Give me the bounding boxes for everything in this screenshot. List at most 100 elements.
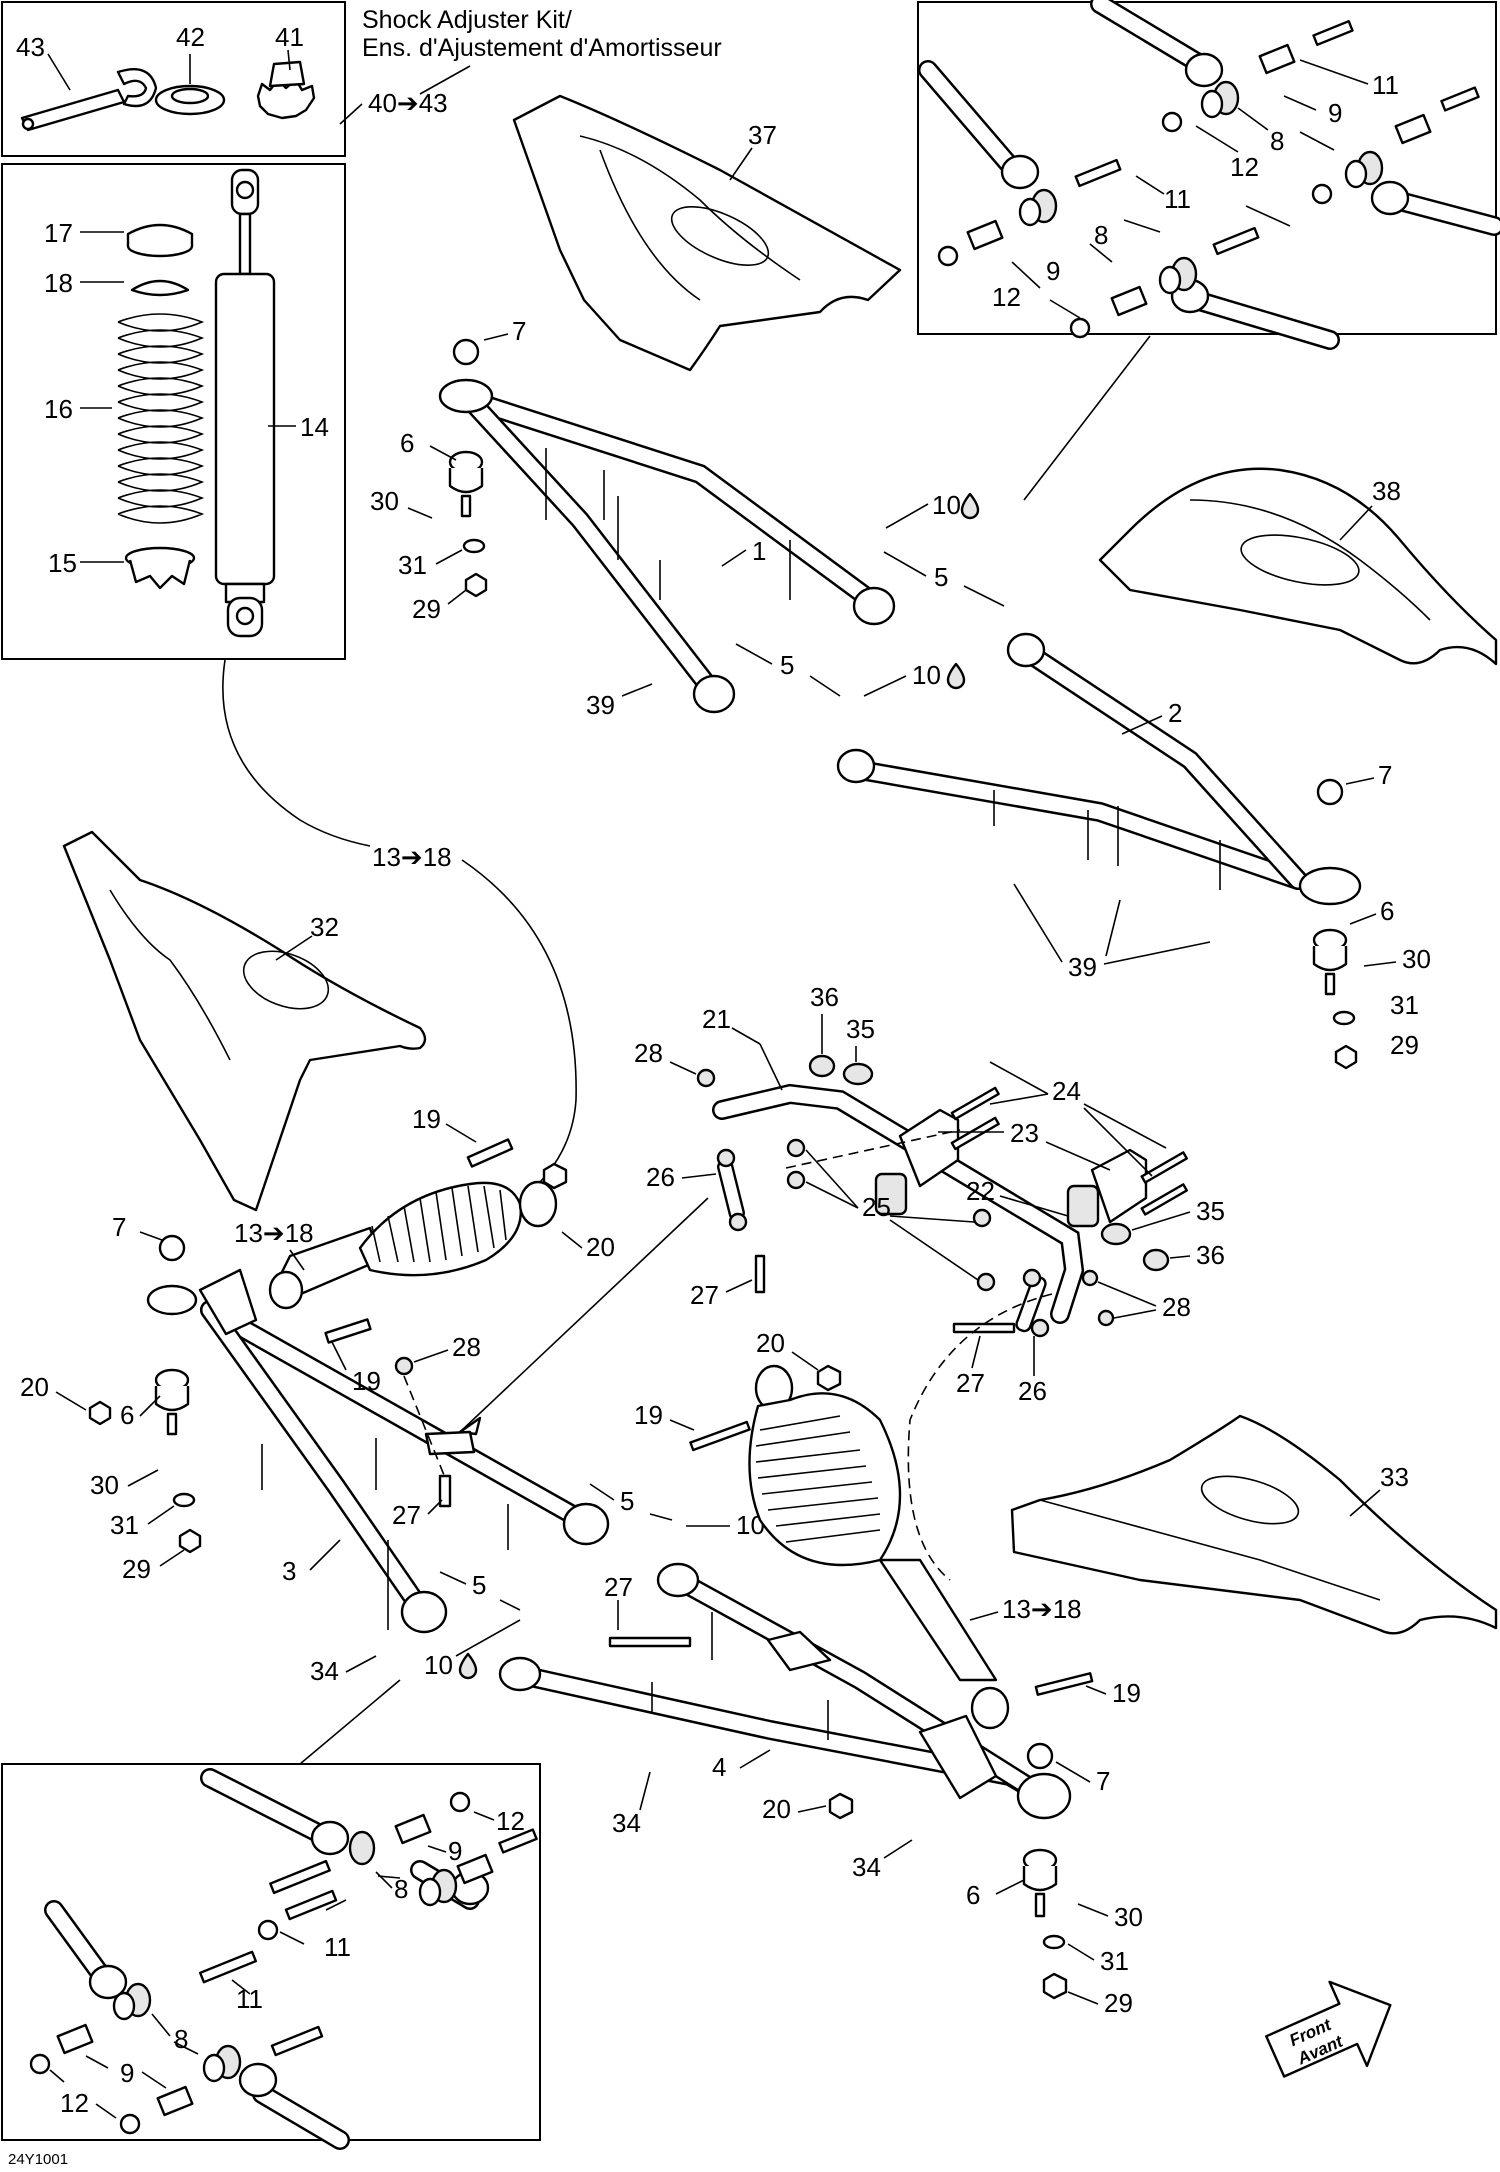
label-5b: 5	[780, 650, 794, 680]
sway-bar-link-2	[1015, 1268, 1050, 1338]
label-36a: 36	[810, 982, 839, 1012]
bushing-35b	[1100, 1222, 1132, 1246]
spanner-wrench	[20, 68, 158, 132]
label-4: 4	[712, 1752, 726, 1782]
label-29b: 29	[1390, 1030, 1419, 1060]
label-9a: 9	[1328, 98, 1342, 128]
shock-detail-box: 17 18 16 15 14	[1, 163, 346, 660]
label-29c: 29	[122, 1554, 151, 1584]
protector-32	[62, 830, 427, 1212]
label-19b: 19	[352, 1366, 381, 1396]
label-23: 23	[1010, 1118, 1039, 1148]
upper-a-arm-1	[438, 378, 896, 714]
label-7c: 7	[112, 1212, 126, 1242]
circlip-2	[1316, 778, 1344, 806]
label-20c: 20	[762, 1794, 791, 1824]
label-36b: 36	[1196, 1240, 1225, 1270]
nut-28c	[1097, 1309, 1115, 1327]
label-27a: 27	[690, 1280, 719, 1310]
bolt-27b	[952, 1322, 1016, 1334]
bushing-set-3	[937, 158, 1122, 267]
label-10b: 10	[912, 660, 941, 690]
label-26a: 26	[646, 1162, 675, 1192]
label-12d: 12	[60, 2088, 89, 2118]
label-5c: 5	[620, 1486, 634, 1516]
spring-seat-ring	[154, 84, 226, 116]
ball-joint-upper-2	[1312, 928, 1348, 996]
shock-range-label-2: 13➔18	[234, 1218, 314, 1248]
shock-range-label-1: 13➔18	[372, 842, 452, 872]
upper-bushing-detail-box: 11 9 8 12 11 8 9 12	[917, 0, 1500, 350]
label-5d: 5	[472, 1570, 486, 1600]
sway-bar	[712, 1083, 1085, 1324]
bolt-27a	[754, 1254, 766, 1294]
label-16: 16	[44, 394, 73, 424]
label-3: 3	[282, 1556, 296, 1586]
sway-bar-bushing-1	[874, 1172, 908, 1216]
bolt-27d	[608, 1636, 692, 1648]
label-22: 22	[966, 1176, 995, 1206]
label-12c: 12	[496, 1806, 525, 1836]
label-24: 24	[1052, 1076, 1081, 1106]
label-7a: 7	[512, 316, 526, 346]
label-34a: 34	[310, 1656, 339, 1686]
drop-icon-4	[458, 1652, 478, 1680]
kit-title-en: Shock Adjuster Kit/	[362, 6, 572, 34]
label-30d: 30	[1114, 1902, 1143, 1932]
upper-spring-cup	[126, 223, 194, 258]
bushing-35a	[842, 1062, 874, 1086]
nut-28a	[696, 1068, 716, 1088]
label-17: 17	[44, 218, 73, 248]
label-20d: 20	[756, 1328, 785, 1358]
sway-bar-link-1	[716, 1148, 748, 1232]
label-12b: 12	[992, 282, 1021, 312]
label-31c: 31	[110, 1510, 139, 1540]
label-11b: 11	[1164, 184, 1191, 214]
label-29a: 29	[412, 594, 441, 624]
protector-33	[1010, 1414, 1498, 1635]
label-15: 15	[48, 548, 77, 578]
label-8a: 8	[1270, 126, 1284, 156]
protector-37	[512, 94, 902, 372]
shock-assembly-center	[748, 1364, 1010, 1730]
drawing-code: 24Y1001	[8, 2151, 68, 2168]
label-30a: 30	[370, 486, 399, 516]
nut-25c	[972, 1208, 992, 1228]
label-30b: 30	[1402, 944, 1431, 974]
label-27d: 27	[604, 1572, 633, 1602]
label-14: 14	[300, 412, 329, 442]
label-19c: 19	[634, 1400, 663, 1430]
lower-spring-seat	[124, 546, 196, 590]
ball-joint-upper	[448, 450, 484, 518]
label-28c: 28	[452, 1332, 481, 1362]
bushing-set-2	[1311, 86, 1480, 205]
label-31a: 31	[398, 550, 427, 580]
label-28a: 28	[634, 1038, 663, 1068]
label-29d: 29	[1104, 1988, 1133, 2018]
label-34b: 34	[612, 1808, 641, 1838]
label-39a: 39	[586, 690, 615, 720]
kit-title-fr: Ens. d'Ajustement d'Amortisseur	[362, 34, 722, 62]
label-43: 43	[16, 32, 45, 62]
bushing-set-4	[1069, 226, 1260, 339]
shock-absorber-body	[214, 168, 276, 638]
label-11c: 11	[324, 1932, 351, 1962]
label-6b: 6	[1380, 896, 1394, 926]
drop-icon-2	[946, 662, 966, 690]
label-26b: 26	[1018, 1376, 1047, 1406]
bolt-27c	[438, 1474, 452, 1508]
sway-bar-bushing-2	[1066, 1184, 1100, 1228]
label-8b: 8	[1094, 220, 1108, 250]
label-35a: 35	[846, 1014, 875, 1044]
label-28b: 28	[1162, 1292, 1191, 1322]
label-39b: 39	[1068, 952, 1097, 982]
label-11a: 11	[1372, 70, 1399, 100]
label-7d: 7	[1096, 1766, 1110, 1796]
bushing-set-1	[1161, 20, 1354, 133]
label-21: 21	[702, 1004, 731, 1034]
label-27b: 27	[956, 1368, 985, 1398]
label-8d: 8	[174, 2024, 188, 2054]
label-34c: 34	[852, 1852, 881, 1882]
label-33: 33	[1380, 1462, 1409, 1492]
label-42: 42	[176, 22, 205, 52]
